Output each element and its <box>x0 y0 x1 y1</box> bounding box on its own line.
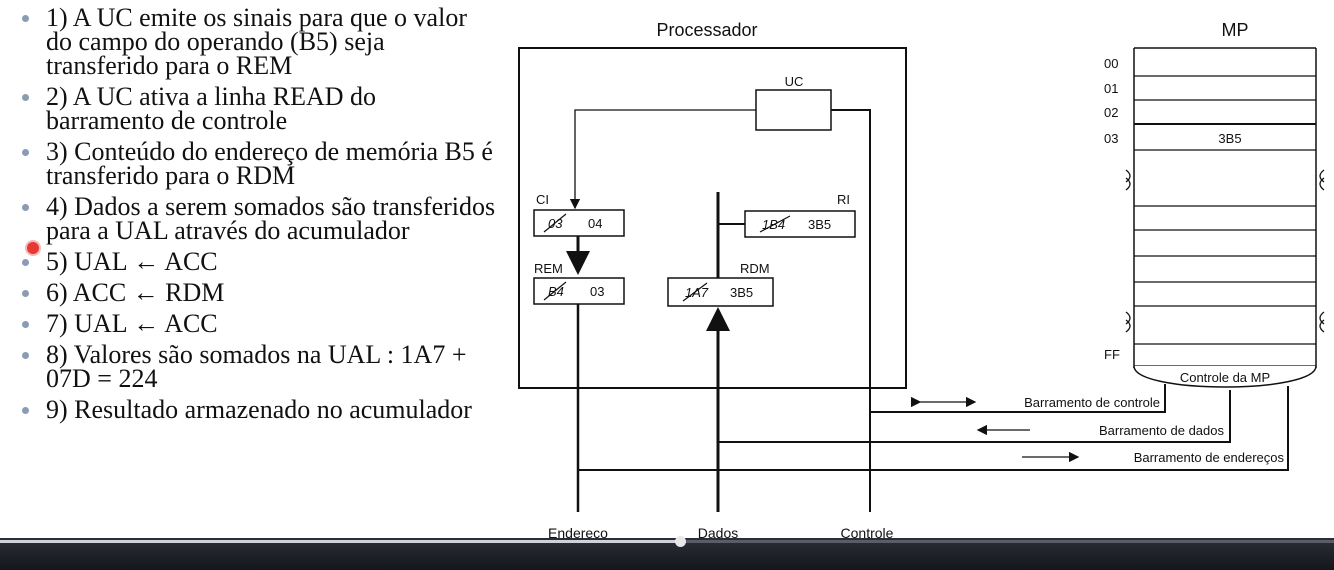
ri-label: RI <box>837 192 850 207</box>
rem-old-value: B4 <box>548 284 564 299</box>
video-progress-fill <box>0 540 681 543</box>
mp-title: MP <box>1222 20 1249 40</box>
bullet-dot <box>22 15 29 22</box>
bottom-label-address: Endereço <box>548 525 608 540</box>
ri-new-value: 3B5 <box>808 217 831 232</box>
processor-title: Processador <box>656 20 757 40</box>
mp-address-ff: FF <box>1104 347 1120 362</box>
mp-address-01: 01 <box>1104 81 1118 96</box>
list-item: 8) Valores são somados na UAL : 1A7 + 07… <box>18 342 498 392</box>
uc-control-line <box>831 109 871 412</box>
control-bus-label: Barramento de controle <box>1024 395 1160 410</box>
mp-cell-03-value: 3B5 <box>1218 131 1241 146</box>
list-item: 4) Dados a serem somados são transferido… <box>18 194 498 244</box>
mp-control-label: Controle da MP <box>1180 370 1270 385</box>
bullet-dot <box>22 290 29 297</box>
video-progress-track[interactable] <box>0 536 1334 547</box>
mp-address-03: 03 <box>1104 131 1118 146</box>
uc-box <box>755 89 832 131</box>
bullet-dot <box>22 407 29 414</box>
rem-label: REM <box>534 261 563 276</box>
bottom-label-data: Dados <box>698 525 738 540</box>
bullet-dot <box>22 94 29 101</box>
bullet-dot <box>22 259 29 266</box>
rdm-register <box>667 277 774 307</box>
ri-register <box>744 210 856 238</box>
bullet-dot <box>22 204 29 211</box>
rem-strike <box>543 281 567 301</box>
uc-to-ci-line <box>569 109 756 210</box>
list-item: 3) Conteúdo do endereço de memória B5 é … <box>18 139 498 189</box>
ci-new-value: 04 <box>588 216 602 231</box>
bullet-dot <box>22 321 29 328</box>
address-bus-label: Barramento de endereços <box>1134 450 1285 465</box>
mp-memory <box>1125 47 1325 388</box>
rdm-new-value: 3B5 <box>730 285 753 300</box>
list-item: 7) UAL ← ACC <box>18 311 498 337</box>
uc-label: UC <box>785 74 804 89</box>
rem-new-value: 03 <box>590 284 604 299</box>
mp-address-00: 00 <box>1104 56 1118 71</box>
laser-pointer-dot <box>25 240 41 256</box>
data-bus-label: Barramento de dados <box>1099 423 1225 438</box>
video-player-bar <box>0 536 1334 570</box>
mp-address-02: 02 <box>1104 105 1118 120</box>
computer-architecture-diagram: Processador UC CI 03 04 REM B4 03 RI 1B4… <box>518 20 1325 540</box>
list-item: 5) UAL ← ACC <box>18 249 498 275</box>
address-bus-line <box>578 386 1289 471</box>
ci-label: CI <box>536 192 549 207</box>
list-item: 6) ACC ← RDM <box>18 280 498 306</box>
data-bus-line <box>718 390 1231 443</box>
bullet-dot <box>22 352 29 359</box>
list-item: 9) Resultado armazenado no acumulador <box>18 397 498 423</box>
bullet-dot <box>22 149 29 156</box>
rdm-strike <box>682 282 708 302</box>
ci-strike <box>543 213 567 233</box>
video-progress-handle[interactable] <box>675 536 687 547</box>
ri-strike <box>759 215 791 233</box>
control-bus-line <box>870 384 1166 413</box>
rdm-old-value: 1A7 <box>685 285 709 300</box>
bullet-list: 1) A UC emite os sinais para que o valor… <box>18 5 498 429</box>
list-item: 2) A UC ativa a linha READ do barramento… <box>18 84 498 134</box>
list-item: 1) A UC emite os sinais para que o valor… <box>18 5 498 79</box>
processor-box <box>518 47 907 389</box>
rdm-label: RDM <box>740 261 770 276</box>
bottom-label-control: Controle <box>841 525 894 540</box>
